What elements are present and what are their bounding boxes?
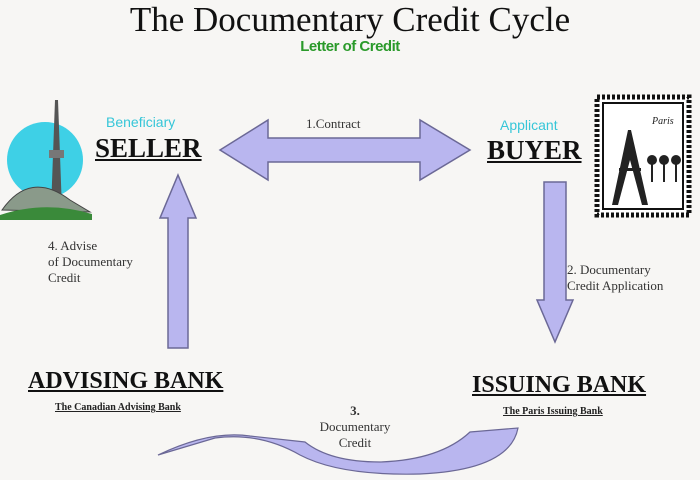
application-arrow <box>535 181 575 344</box>
step-2-line: Credit Application <box>567 278 664 293</box>
seller-label: SELLER <box>95 133 202 163</box>
step-3-line: Documentary <box>319 419 391 434</box>
step-4-line: of Documentary <box>48 254 133 269</box>
page-subtitle: Letter of Credit <box>300 38 400 55</box>
buyer-label: BUYER <box>487 135 582 165</box>
page-title: The Documentary Credit Cycle <box>129 0 571 39</box>
step-4-line: 4. Advise <box>48 238 98 253</box>
seller-role: Beneficiary <box>106 114 176 130</box>
documentary-credit-arrow <box>157 427 519 475</box>
stamp-text: Paris <box>651 116 674 127</box>
step-2-line: 2. Documentary <box>567 262 651 277</box>
buyer-role: Applicant <box>500 117 558 133</box>
step-1-label: 1.Contract <box>306 116 361 131</box>
issuing-bank-label: ISSUING BANK <box>472 372 647 398</box>
step-4-label: 4. Advise of Documentary Credit <box>48 238 133 286</box>
step-4-line: Credit <box>48 270 81 285</box>
advise-arrow <box>158 173 198 349</box>
issuing-bank-sub: The Paris Issuing Bank <box>503 406 603 417</box>
advising-bank-label: ADVISING BANK <box>28 368 224 394</box>
toronto-skyline-icon <box>0 100 92 220</box>
contract-arrow <box>218 118 472 182</box>
step-3-number: 3. <box>350 403 360 418</box>
step-3-label: 3. Documentary Credit <box>310 403 400 451</box>
step-2-label: 2. Documentary Credit Application <box>567 262 663 294</box>
paris-stamp-icon: Paris <box>594 94 692 218</box>
advising-bank-sub: The Canadian Advising Bank <box>55 402 181 413</box>
step-3-line: Credit <box>338 435 372 450</box>
